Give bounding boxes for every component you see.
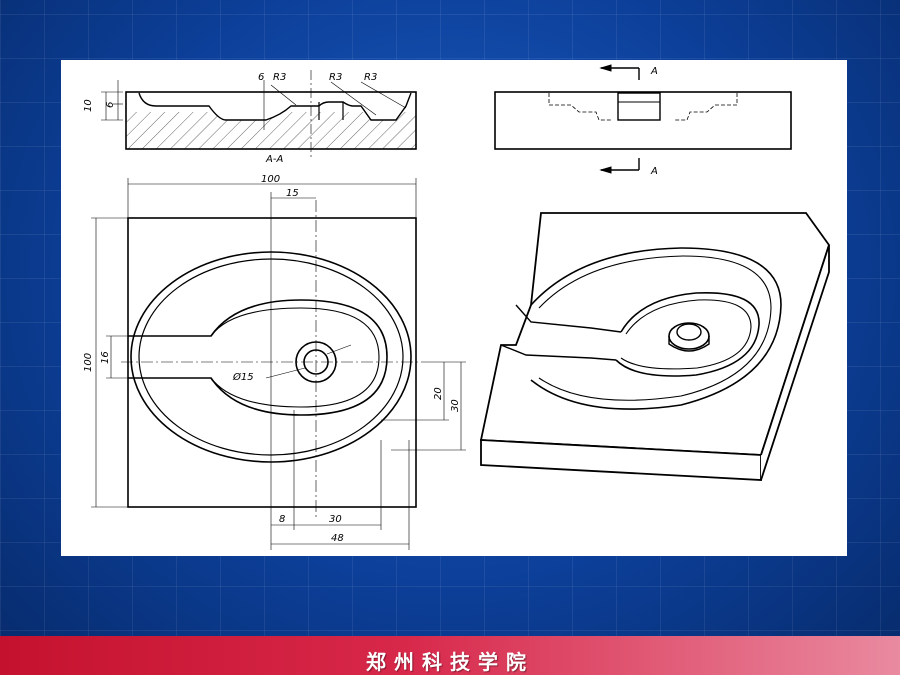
- top-view: [91, 178, 466, 550]
- dim-boss-diameter: Ø15: [232, 371, 254, 383]
- dim-offset-20: 20: [433, 387, 444, 400]
- section-view: [101, 70, 417, 160]
- footer-bar: 郑州科技学院: [0, 636, 900, 675]
- dim-offset-30: 30: [450, 399, 461, 412]
- isometric-view: [479, 212, 830, 481]
- dim-radius-3: R3: [364, 72, 377, 83]
- dim-bottom-8: 8: [279, 514, 285, 525]
- section-marker-bottom: A: [650, 166, 658, 177]
- engineering-drawing: 10 6 6 R3 R3 R3 A-A A A: [83, 64, 830, 550]
- dim-radius-2: R3: [329, 72, 342, 83]
- dim-depth-10: 10: [83, 99, 94, 112]
- dim-slot-width: 16: [100, 351, 111, 364]
- dim-radius-1: R3: [273, 72, 286, 83]
- dim-overall-height: 100: [83, 353, 94, 372]
- dim-overall-width: 100: [261, 174, 280, 185]
- dim-bottom-48: 48: [331, 533, 344, 544]
- section-label: A-A: [265, 154, 283, 165]
- section-marker-top: A: [650, 66, 658, 77]
- front-view: [494, 64, 792, 174]
- dim-depth-6-left: 6: [105, 102, 116, 108]
- drawing-sheet: 10 6 6 R3 R3 R3 A-A A A: [61, 60, 847, 556]
- dim-depth-6-top: 6: [258, 72, 264, 83]
- dim-slot-top-width: 15: [286, 188, 299, 199]
- institution-name: 郑州科技学院: [366, 650, 534, 674]
- dim-bottom-30: 30: [329, 514, 342, 525]
